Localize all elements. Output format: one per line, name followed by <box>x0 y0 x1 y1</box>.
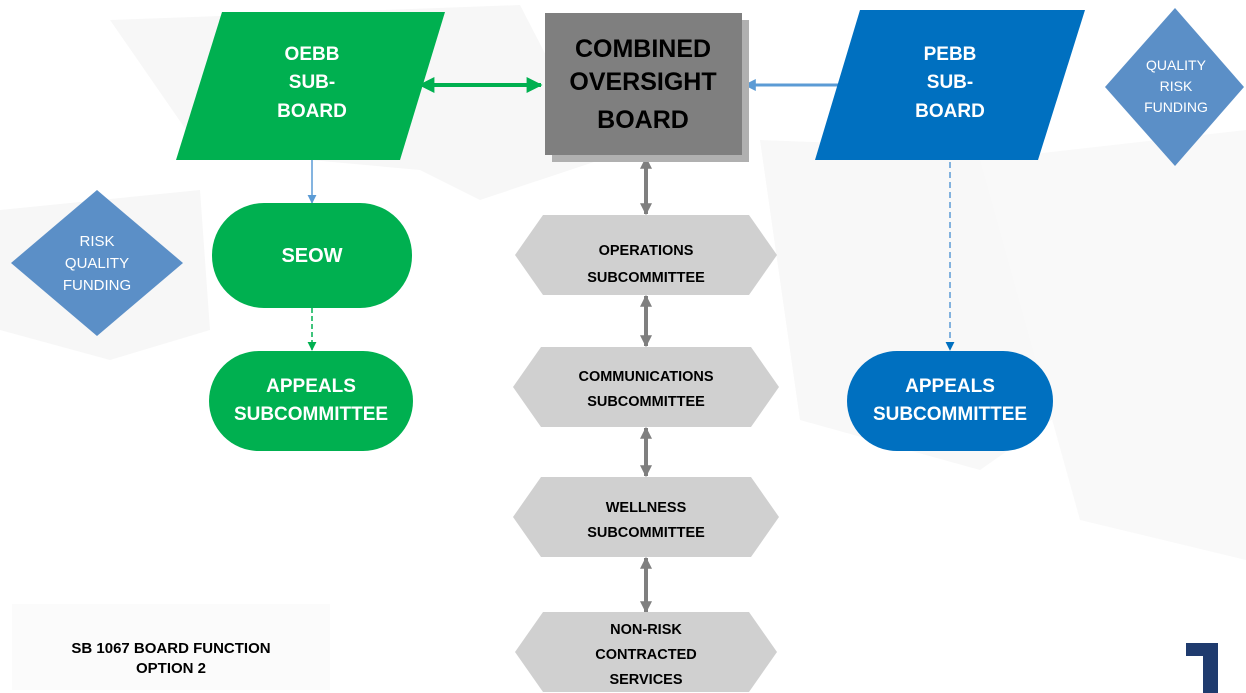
combined-board-line1: COMBINED <box>575 35 711 63</box>
pebb-appeals-line2: SUBCOMMITTEE <box>873 404 1027 425</box>
oebb-appeals-subcommittee: APPEALS SUBCOMMITTEE <box>209 351 413 451</box>
pebb-board-line1: PEBB <box>924 44 977 65</box>
non-risk-contracted-services: NON-RISK CONTRACTED SERVICES <box>515 612 777 692</box>
right-quality-diamond: QUALITY RISK FUNDING <box>1105 8 1244 166</box>
footer-caption: SB 1067 BOARD FUNCTION OPTION 2 <box>12 604 330 690</box>
footer-line1: SB 1067 BOARD FUNCTION <box>71 640 271 657</box>
operations-line2: SUBCOMMITTEE <box>587 270 705 286</box>
oebb-appeals-line2: SUBCOMMITTEE <box>234 404 388 425</box>
wellness-line2: SUBCOMMITTEE <box>587 525 705 541</box>
combined-oversight-board: COMBINED OVERSIGHT BOARD <box>545 13 749 162</box>
logo-mark <box>1186 643 1218 693</box>
nonrisk-line2: CONTRACTED <box>595 647 697 663</box>
oebb-sub-board: OEBB SUB- BOARD <box>176 12 445 160</box>
right-diamond-line2: RISK <box>1160 78 1193 94</box>
left-diamond-line2: QUALITY <box>65 255 129 272</box>
nonrisk-line1: NON-RISK <box>610 622 682 638</box>
nonrisk-line3: SERVICES <box>609 672 682 688</box>
wellness-line1: WELLNESS <box>606 500 687 516</box>
combined-board-line2: OVERSIGHT <box>569 68 716 96</box>
left-diamond-line1: RISK <box>79 233 114 250</box>
communications-subcommittee: COMMUNICATIONS SUBCOMMITTEE <box>513 347 779 427</box>
pebb-appeals-subcommittee: APPEALS SUBCOMMITTEE <box>847 351 1053 451</box>
pebb-appeals-line1: APPEALS <box>905 376 995 397</box>
pebb-board-line3: BOARD <box>915 101 985 122</box>
oebb-board-line1: OEBB <box>285 44 340 65</box>
right-diamond-line1: QUALITY <box>1146 57 1207 73</box>
pebb-sub-board: PEBB SUB- BOARD <box>815 10 1085 160</box>
right-diamond-line3: FUNDING <box>1144 99 1208 115</box>
oebb-board-line2: SUB- <box>289 72 335 93</box>
oebb-appeals-line1: APPEALS <box>266 376 356 397</box>
left-risk-diamond: RISK QUALITY FUNDING <box>11 190 183 336</box>
oebb-board-line3: BOARD <box>277 101 347 122</box>
combined-board-line3: BOARD <box>597 106 689 134</box>
wellness-subcommittee: WELLNESS SUBCOMMITTEE <box>513 477 779 557</box>
operations-line1: OPERATIONS <box>599 243 694 259</box>
footer-line2: OPTION 2 <box>135 660 206 677</box>
pebb-board-line2: SUB- <box>927 72 973 93</box>
seow-node: SEOW <box>212 203 412 308</box>
left-diamond-line3: FUNDING <box>63 277 131 294</box>
operations-subcommittee: OPERATIONS SUBCOMMITTEE <box>515 215 777 295</box>
seow-label: SEOW <box>281 245 342 267</box>
communications-line1: COMMUNICATIONS <box>578 369 713 385</box>
communications-line2: SUBCOMMITTEE <box>587 394 705 410</box>
